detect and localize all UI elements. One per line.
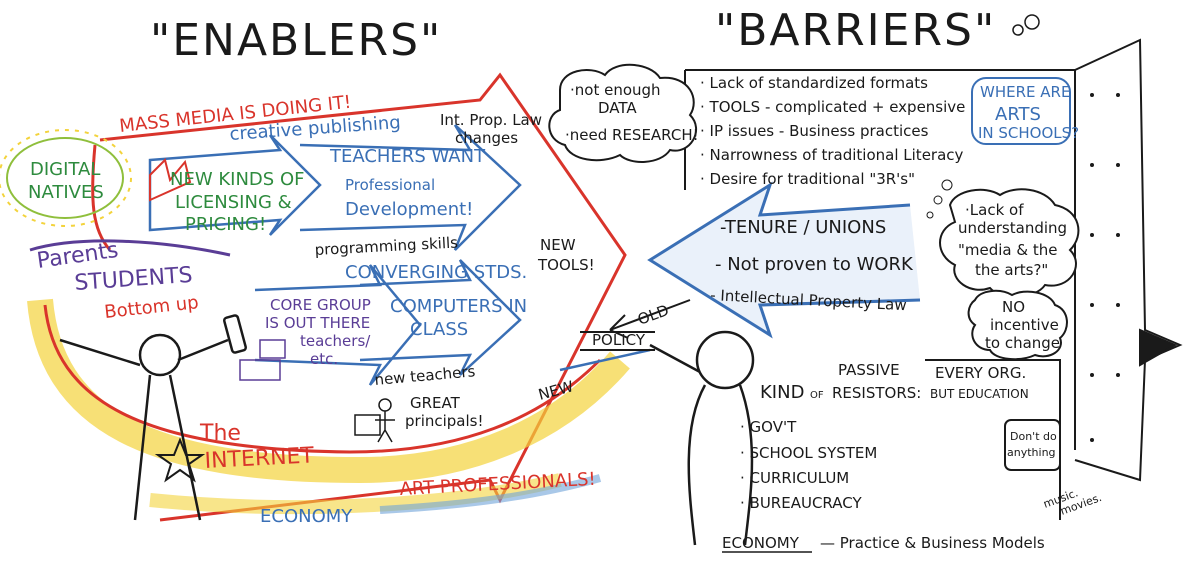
- resistor-item: · BUREAUCRACY: [740, 494, 862, 512]
- cloud-research-line-3: ·need RESEARCH!: [565, 126, 699, 144]
- every-org-line-2: BUT EDUCATION: [930, 387, 1029, 401]
- person-figure-right: [649, 330, 755, 546]
- teachers-want-label-1: TEACHERS WANT: [329, 146, 486, 167]
- new-kinds-label-3: PRICING!: [185, 214, 266, 235]
- student-doodles: [239, 339, 286, 381]
- practice-business-label: — Practice & Business Models: [820, 534, 1045, 552]
- star-burst: [149, 158, 192, 202]
- old-label: OLD: [635, 301, 671, 329]
- ip-law-label-2: changes: [455, 129, 518, 147]
- barrier-item: · Lack of standardized formats: [700, 74, 928, 92]
- barrier-arrow-item: -TENURE / UNIONS: [720, 217, 886, 238]
- barriers-list: · Lack of standardized formats · TOOLS -…: [700, 74, 965, 188]
- cloud-research-line-1: ·not enough: [570, 81, 661, 99]
- great-label-1: GREAT: [410, 394, 461, 412]
- lack-cloud-line: the arts?": [975, 261, 1048, 279]
- passive-label-1: PASSIVE: [838, 361, 900, 379]
- new-tools-label-1: NEW: [540, 236, 576, 254]
- core-group-label-3: teachers/: [300, 332, 371, 350]
- new-tools-label-2: TOOLS!: [537, 256, 595, 274]
- barrier-item: · IP issues - Business practices: [700, 122, 929, 140]
- of-label: OF: [810, 390, 824, 401]
- internet-swoosh: [27, 298, 630, 515]
- research-cloud: [548, 63, 697, 163]
- economy-barrier-label: ECONOMY: [722, 534, 800, 552]
- resistor-item: · SCHOOL SYSTEM: [740, 444, 877, 462]
- kind-of-label: KIND: [760, 382, 804, 403]
- cloud-research-line-2: DATA: [598, 99, 637, 117]
- arts-box-line-3: IN SCHOOLS?: [978, 124, 1079, 142]
- new-kinds-label-1: NEW KINDS OF: [170, 169, 304, 190]
- person-figure-left: [59, 314, 247, 521]
- barrier-item: · Narrowness of traditional Literacy: [700, 146, 964, 164]
- every-org-box: [925, 359, 1061, 520]
- digital-natives-label-1: DIGITAL: [30, 159, 100, 180]
- no-incentive-line: to change: [985, 334, 1060, 352]
- great-label-2: principals!: [405, 412, 484, 430]
- every-org-line-1: EVERY ORG.: [935, 364, 1026, 382]
- lack-cloud-line: ·Lack of: [965, 201, 1024, 219]
- dont-do-line-2: anything: [1007, 446, 1056, 459]
- core-group-label-1: CORE GROUP: [270, 296, 371, 314]
- star-icon: [154, 437, 206, 483]
- barrier-item: · TOOLS - complicated + expensive: [700, 98, 965, 116]
- barrier-arrow-item: - Not proven to WORK: [715, 254, 914, 275]
- bottom-up-label: Bottom up: [103, 292, 199, 323]
- digital-natives-label-2: NATIVES: [28, 182, 104, 203]
- thought-dots: [1012, 14, 1040, 36]
- small-figures: [354, 398, 395, 443]
- passive-label-2: RESISTORS:: [832, 384, 921, 402]
- barrier-wall: [684, 38, 1183, 482]
- arts-box-line-1: WHERE ARE: [980, 83, 1070, 101]
- barrier-item: · Desire for traditional "3R's": [700, 170, 915, 188]
- no-incentive-line: NO: [1002, 298, 1025, 316]
- lack-cloud: [926, 179, 1080, 298]
- arts-box-line-2: ARTS: [995, 104, 1041, 125]
- dont-do-line-1: Don't do: [1010, 430, 1057, 443]
- enablers-title: "ENABLERS": [150, 15, 442, 66]
- blue-arrows: [148, 124, 651, 386]
- wall-dots: [1090, 93, 1120, 442]
- lack-cloud-line: understanding: [958, 219, 1067, 237]
- barriers-title: "BARRIERS": [715, 5, 996, 56]
- arts-box: [971, 77, 1071, 145]
- ip-law-label-1: Int. Prop. Law: [440, 111, 542, 129]
- converging-label: CONVERGING STDS.: [345, 262, 527, 283]
- policy-label: POLICY: [592, 331, 646, 349]
- computers-label-2: CLASS: [410, 319, 468, 340]
- new-kinds-label-2: LICENSING &: [175, 192, 292, 213]
- computers-label-1: COMPUTERS IN: [390, 296, 527, 317]
- no-incentive-cloud: [967, 289, 1068, 361]
- resistor-item: · CURRICULUM: [740, 469, 849, 487]
- teachers-want-label-2: Professional: [345, 176, 435, 194]
- digital-natives-burst: [0, 129, 132, 227]
- lack-cloud-line: "media & the: [958, 241, 1057, 259]
- economy-label: ECONOMY: [260, 506, 353, 527]
- students-label: STUDENTS: [74, 263, 194, 296]
- resistor-item: · GOV'T: [740, 418, 797, 436]
- red-enabler-arrow: [91, 72, 627, 522]
- programming-skills-label: programming skills: [314, 234, 458, 259]
- no-incentive-line: incentive: [990, 316, 1059, 334]
- core-group-label-4: etc.: [310, 350, 338, 368]
- internet-label: INTERNET: [204, 443, 315, 474]
- the-label: The: [199, 421, 241, 446]
- policy-bar: [580, 331, 655, 351]
- barrier-arrow: [647, 181, 921, 339]
- students-arc: [29, 239, 231, 257]
- teachers-want-label-3: Development!: [345, 199, 473, 220]
- new-teachers-label: new teachers: [374, 362, 476, 389]
- core-group-label-2: IS OUT THERE: [265, 314, 370, 332]
